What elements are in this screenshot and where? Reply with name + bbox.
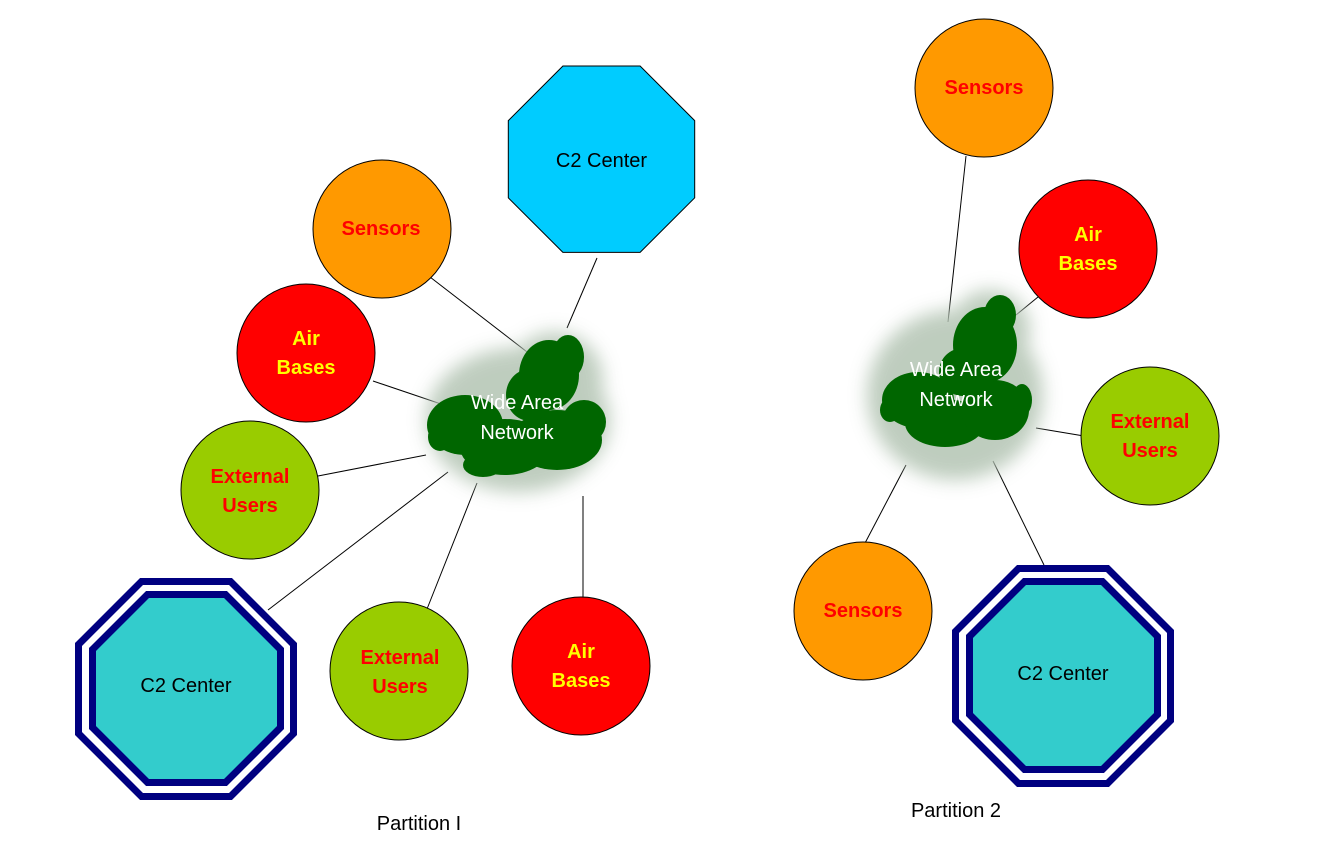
c2-center-backup-label: C2 Center [1017, 663, 1108, 685]
sensors-label: Sensors [342, 218, 421, 240]
sensors-top-label: Sensors [945, 77, 1024, 99]
wide-area-network-cloud: Wide Area Network [867, 290, 1043, 480]
partition-2-caption: Partition 2 [911, 800, 1001, 822]
air-bases-label-line2: Bases [277, 357, 336, 379]
external-users-node: External Users [180, 420, 320, 560]
external-users-label-line2: Users [1122, 440, 1178, 462]
partition-1: C2 Center Sensors Air Bases External Use… [75, 65, 696, 835]
connector-sensors-bottom [863, 464, 907, 546]
connector-c2-center [566, 257, 598, 329]
air-bases-label-line1: Air [292, 328, 320, 350]
connector-c2-center-backup [267, 471, 449, 611]
c2-center-backup-label: C2 Center [140, 675, 231, 697]
external-users-label-line1: External [211, 466, 290, 488]
wide-area-network-cloud: Wide Area Network [426, 332, 610, 492]
partition-1-caption: Partition I [377, 813, 461, 835]
connector-external-users-bottom [426, 482, 478, 610]
sensors-bottom-node: Sensors [793, 541, 933, 681]
connector-external-users-left [317, 454, 427, 477]
partition-1-connectors [267, 257, 598, 611]
air-bases-node: Air Bases [1018, 179, 1158, 319]
sensors-node: Sensors [312, 159, 452, 299]
external-users-bottom-label-line1: External [361, 647, 440, 669]
external-users-node: External Users [1080, 366, 1220, 506]
air-bases-bottom-label-line2: Bases [552, 670, 611, 692]
partition-2: Sensors Air Bases External Users Sensors… [793, 18, 1220, 822]
c2-center-node: C2 Center [507, 65, 696, 253]
external-users-bottom-node: External Users [329, 601, 469, 741]
external-users-label-line2: Users [222, 495, 278, 517]
sensors-top-node: Sensors [914, 18, 1054, 158]
network-label-line1: Wide Area [471, 392, 564, 414]
connector-external-users [1035, 427, 1085, 437]
connector-c2-center-backup [992, 460, 1045, 566]
network-label-line1: Wide Area [910, 359, 1003, 381]
external-users-bottom-label-line2: Users [372, 676, 428, 698]
air-bases-node: Air Bases [236, 283, 376, 423]
c2-center-backup-node: C2 Center [75, 578, 297, 800]
external-users-label-line1: External [1111, 411, 1190, 433]
air-bases-bottom-node: Air Bases [511, 596, 651, 736]
air-bases-label-line2: Bases [1059, 253, 1118, 275]
partition-2-connectors [863, 155, 1085, 566]
air-bases-bottom-label-line1: Air [567, 641, 595, 663]
network-label-line2: Network [919, 389, 993, 411]
air-bases-label-line1: Air [1074, 224, 1102, 246]
network-label-line2: Network [480, 422, 554, 444]
c2-center-label: C2 Center [556, 150, 647, 172]
connector-sensors-top [947, 155, 967, 323]
c2-center-backup-node: C2 Center [952, 565, 1174, 787]
sensors-bottom-label: Sensors [824, 600, 903, 622]
